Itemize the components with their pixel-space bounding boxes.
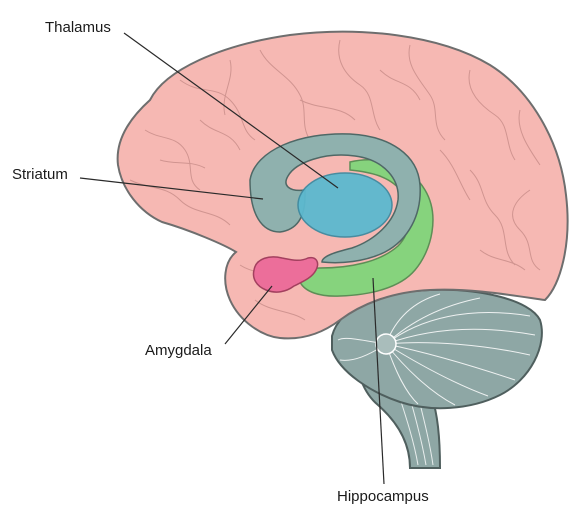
cerebellum-center <box>376 334 396 354</box>
cerebellum <box>332 290 542 408</box>
thalamus-label: Thalamus <box>45 19 111 36</box>
hippocampus-label: Hippocampus <box>337 488 429 505</box>
striatum-label: Striatum <box>12 166 68 183</box>
amygdala-label: Amygdala <box>145 342 212 359</box>
thalamus <box>298 173 392 237</box>
